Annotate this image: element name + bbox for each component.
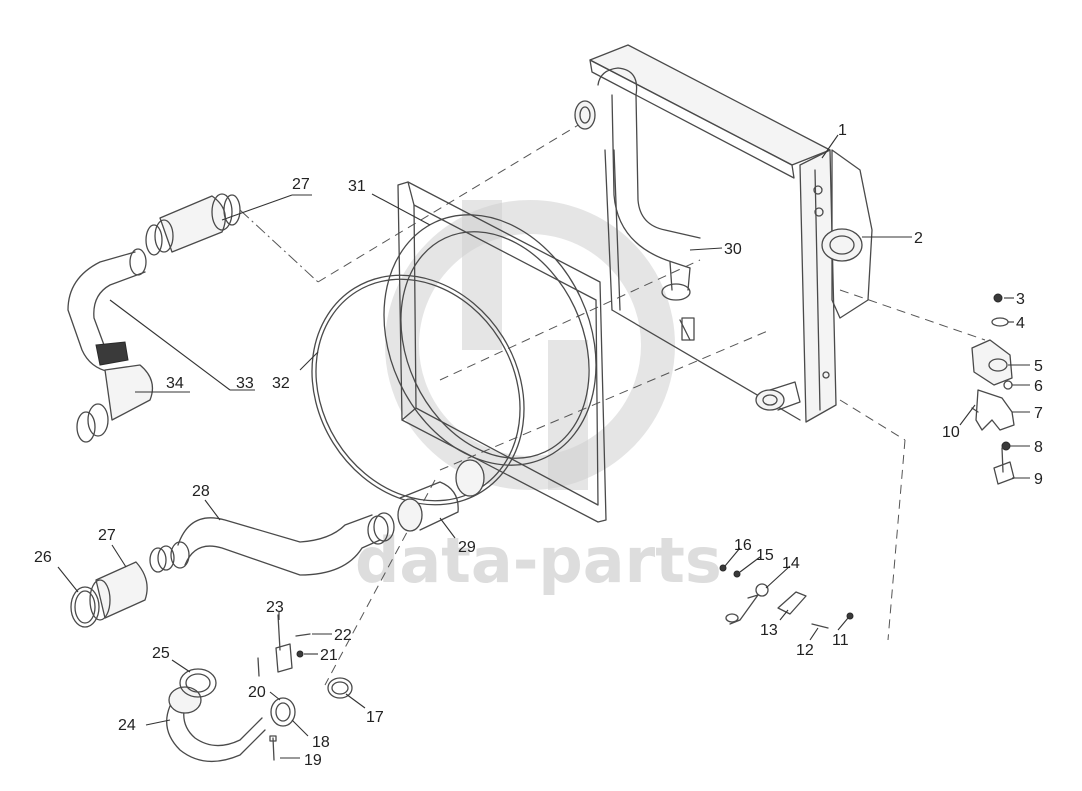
callout-27-lower: 27 <box>98 527 116 544</box>
callout-16: 16 <box>734 537 752 554</box>
callout-33: 33 <box>236 375 254 392</box>
callout-14: 14 <box>782 555 800 572</box>
watermark-text: data-parts <box>355 524 722 597</box>
callout-2: 2 <box>914 230 923 247</box>
callout-9: 9 <box>1034 471 1043 488</box>
callout-22: 22 <box>334 627 352 644</box>
callout-29: 29 <box>458 539 476 556</box>
strut-hardware <box>719 564 854 629</box>
callout-17: 17 <box>366 709 384 726</box>
callout-34: 34 <box>166 375 184 392</box>
callout-31: 31 <box>348 178 366 195</box>
callout-6: 6 <box>1034 378 1043 395</box>
callout-26: 26 <box>34 549 52 566</box>
fan-shroud <box>383 181 607 523</box>
callout-3: 3 <box>1016 291 1025 308</box>
callout-11: 11 <box>832 632 849 649</box>
callout-28: 28 <box>192 483 210 500</box>
callout-13: 13 <box>760 622 778 639</box>
callout-15: 15 <box>756 547 774 564</box>
callout-23: 23 <box>266 599 284 616</box>
lower-hose <box>149 514 381 576</box>
lower-hose-clamp <box>70 586 100 628</box>
leader-lines <box>57 134 1030 759</box>
callout-18: 18 <box>312 734 330 751</box>
watermark-logo: data-parts <box>355 200 722 597</box>
outlet-stub <box>755 381 801 411</box>
callout-25: 25 <box>152 645 170 662</box>
callout-5: 5 <box>1034 358 1043 375</box>
upper-coolant-pipe <box>574 67 701 301</box>
engine-mount-hardware <box>971 293 1015 485</box>
callout-labels: 1 2 3 4 5 6 7 8 9 10 11 12 13 14 15 16 1… <box>34 122 1043 769</box>
callout-8: 8 <box>1034 439 1043 456</box>
callout-12: 12 <box>796 642 814 659</box>
callout-32: 32 <box>272 375 290 392</box>
callout-27-upper: 27 <box>292 176 310 193</box>
shroud-hose <box>367 459 485 545</box>
callout-21: 21 <box>320 647 338 664</box>
callout-10: 10 <box>942 424 960 441</box>
assembly-lines <box>239 117 986 686</box>
callout-19: 19 <box>304 752 322 769</box>
callout-30: 30 <box>724 241 742 258</box>
lower-sleeve <box>89 561 148 621</box>
callout-1: 1 <box>838 122 847 139</box>
lower-bracket-hardware <box>166 614 353 763</box>
upper-hose-assembly <box>67 193 241 443</box>
callout-24: 24 <box>118 717 136 734</box>
callout-4: 4 <box>1016 315 1025 332</box>
radiator-core <box>589 44 837 423</box>
callout-7: 7 <box>1034 405 1043 422</box>
callout-20: 20 <box>248 684 266 701</box>
side-mounting-bracket <box>821 149 873 319</box>
